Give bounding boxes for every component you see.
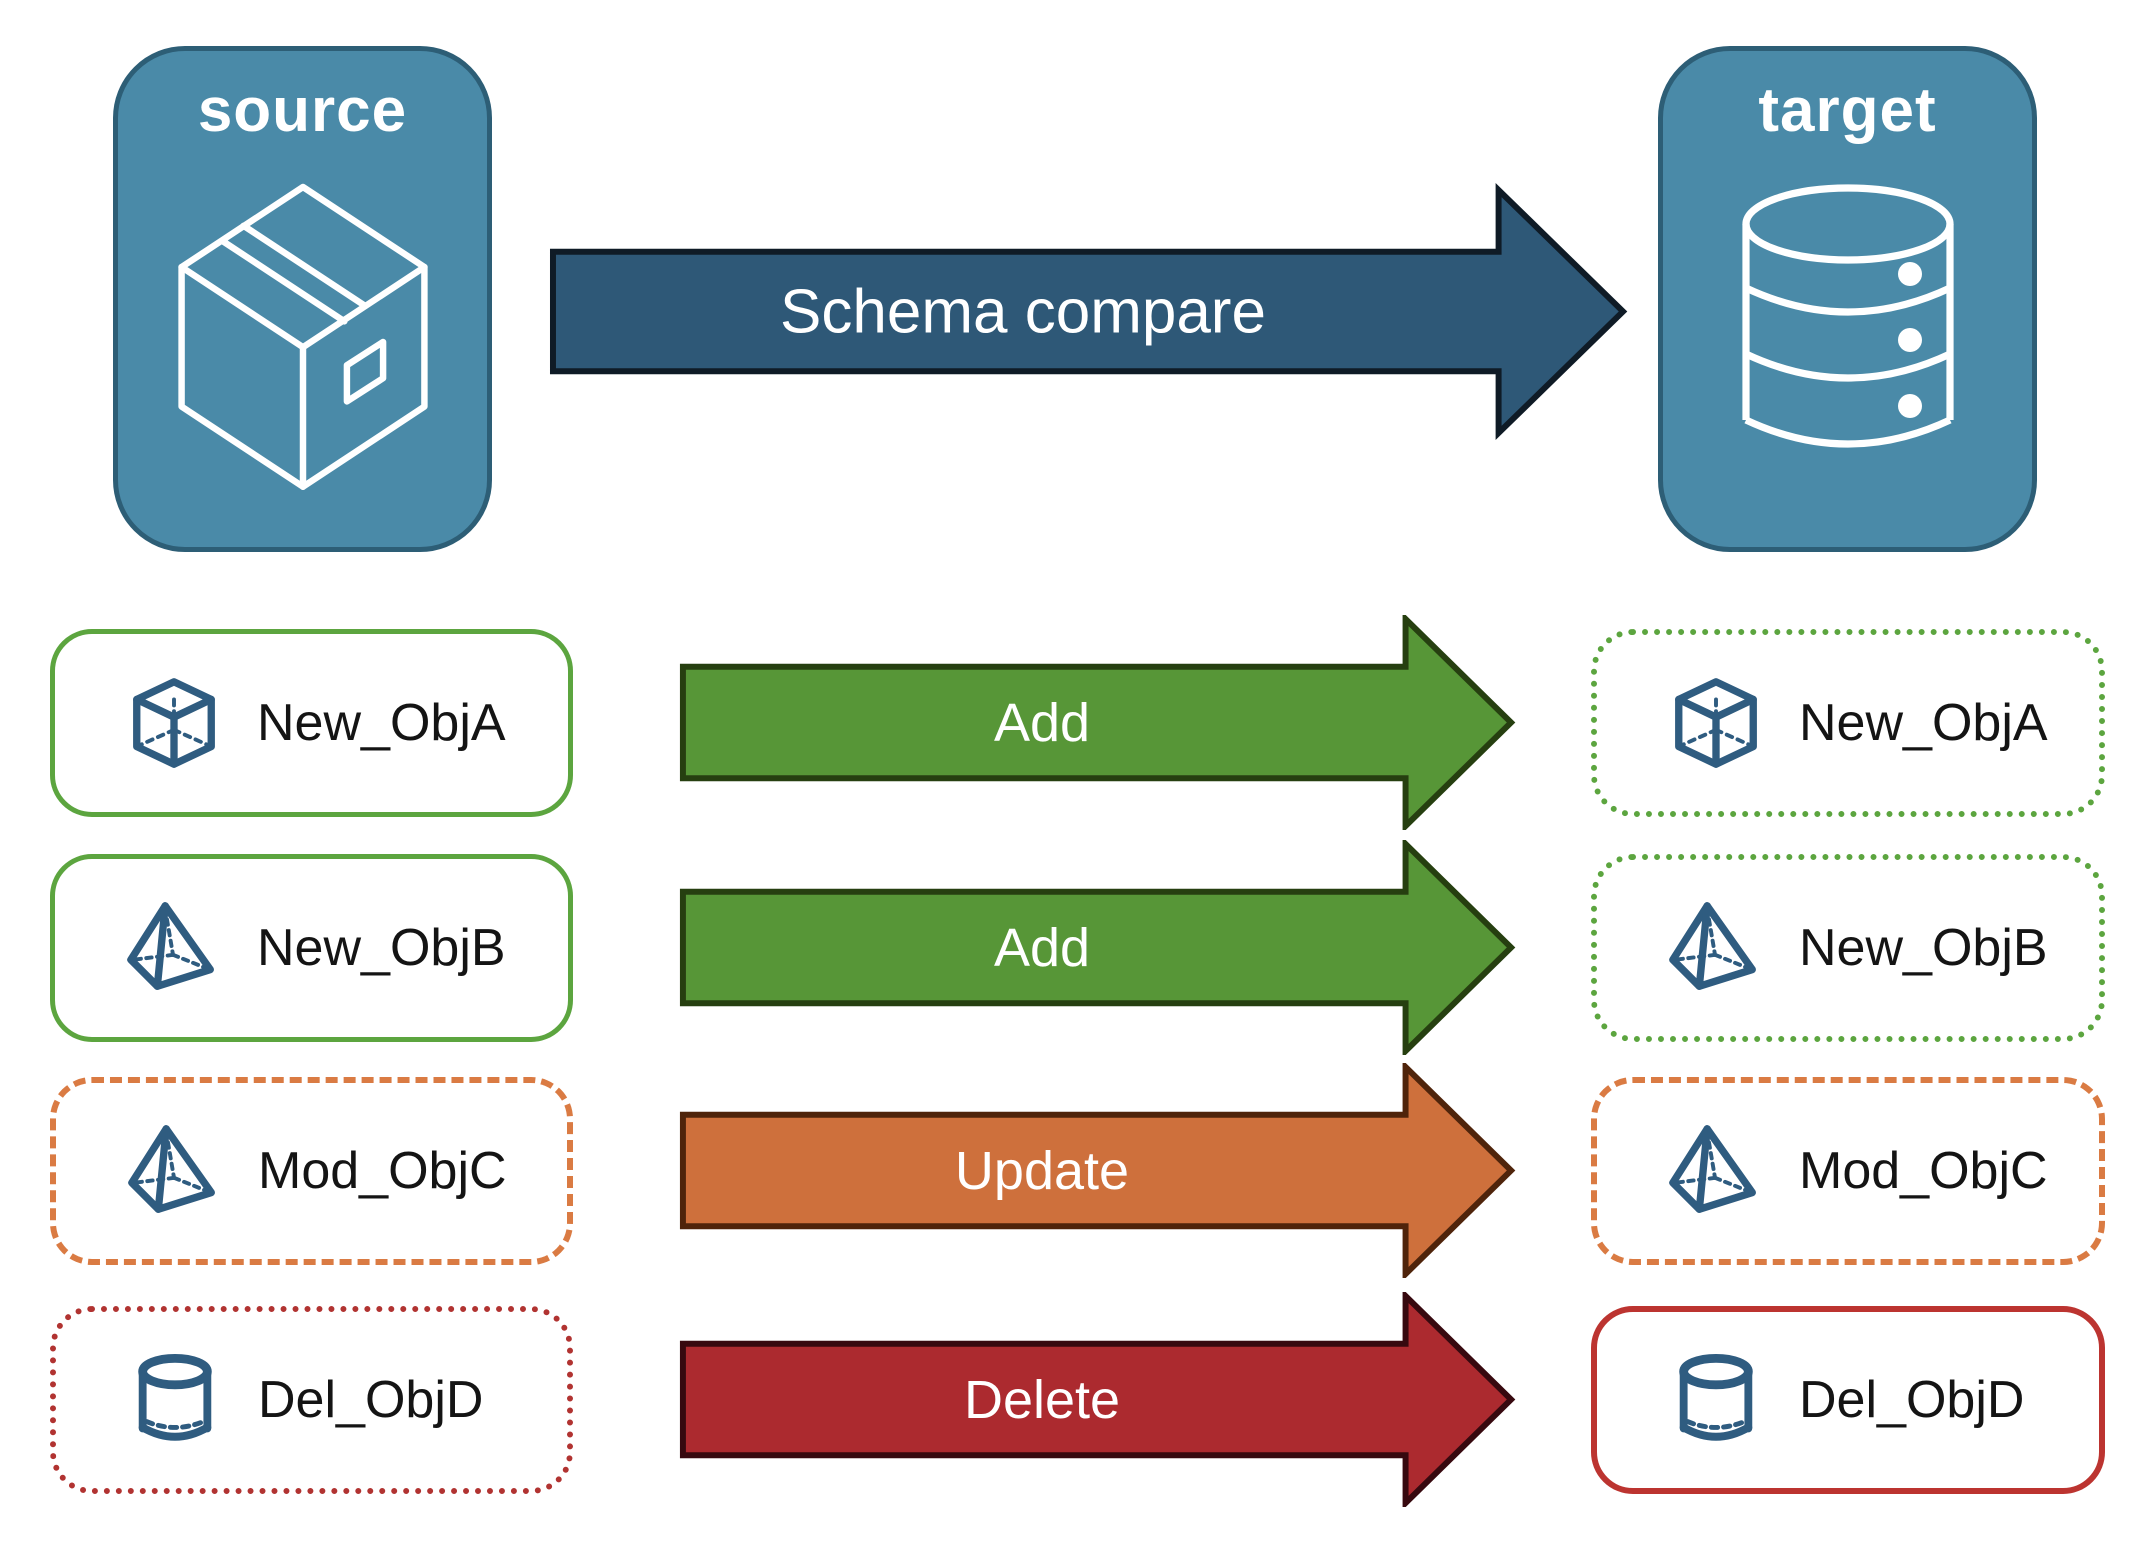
- add-arrow-label: Add: [993, 692, 1091, 753]
- pyramid-icon: [126, 1122, 224, 1220]
- object-label: Mod_ObjC: [258, 1142, 507, 1200]
- target-object-new-obja: New_ObjA: [1591, 629, 2105, 817]
- object-label: New_ObjB: [257, 919, 506, 977]
- schema-compare-arrow: Schema compare: [548, 182, 1628, 441]
- add-arrow: Add: [678, 615, 1516, 830]
- object-label: New_ObjB: [1799, 919, 2048, 977]
- target-title: target: [1758, 76, 1937, 145]
- add-arrow-label: Add: [993, 917, 1091, 978]
- cube-icon: [1667, 674, 1765, 772]
- source-object-del-objd: Del_ObjD: [50, 1306, 573, 1494]
- cube-icon: [125, 674, 223, 772]
- right-arrow-shape: [679, 615, 1516, 830]
- pyramid-icon: [125, 899, 223, 997]
- right-arrow-shape: [679, 1292, 1516, 1507]
- update-arrow: Update: [678, 1063, 1516, 1278]
- source-panel: source: [113, 46, 492, 552]
- target-object-del-objd: Del_ObjD: [1591, 1306, 2105, 1494]
- delete-arrow-label: Delete: [963, 1369, 1121, 1430]
- right-arrow-shape: [549, 182, 1628, 441]
- cylinder-icon: [126, 1351, 224, 1449]
- target-object-mod-objc: Mod_ObjC: [1591, 1077, 2105, 1265]
- pyramid-icon: [1667, 899, 1765, 997]
- object-label: New_ObjA: [257, 694, 506, 752]
- package-box-icon: [148, 156, 458, 497]
- object-label: Del_ObjD: [258, 1371, 484, 1429]
- object-label: New_ObjA: [1799, 694, 2048, 752]
- schema-compare-label: Schema compare: [780, 277, 1266, 346]
- source-object-new-obja: New_ObjA: [50, 629, 573, 817]
- object-label: Mod_ObjC: [1799, 1142, 2048, 1200]
- right-arrow-shape: [679, 1063, 1516, 1278]
- update-arrow-label: Update: [954, 1140, 1130, 1201]
- add-arrow: Add: [678, 840, 1516, 1055]
- cylinder-icon: [1667, 1351, 1765, 1449]
- database-icon: [1728, 172, 1968, 476]
- delete-arrow: Delete: [678, 1292, 1516, 1507]
- pyramid-icon: [1667, 1122, 1765, 1220]
- source-title: source: [197, 76, 408, 145]
- right-arrow-shape: [679, 840, 1516, 1055]
- source-object-mod-objc: Mod_ObjC: [50, 1077, 573, 1265]
- target-object-new-objb: New_ObjB: [1591, 854, 2105, 1042]
- object-label: Del_ObjD: [1799, 1371, 2025, 1429]
- target-panel: target: [1658, 46, 2037, 552]
- source-object-new-objb: New_ObjB: [50, 854, 573, 1042]
